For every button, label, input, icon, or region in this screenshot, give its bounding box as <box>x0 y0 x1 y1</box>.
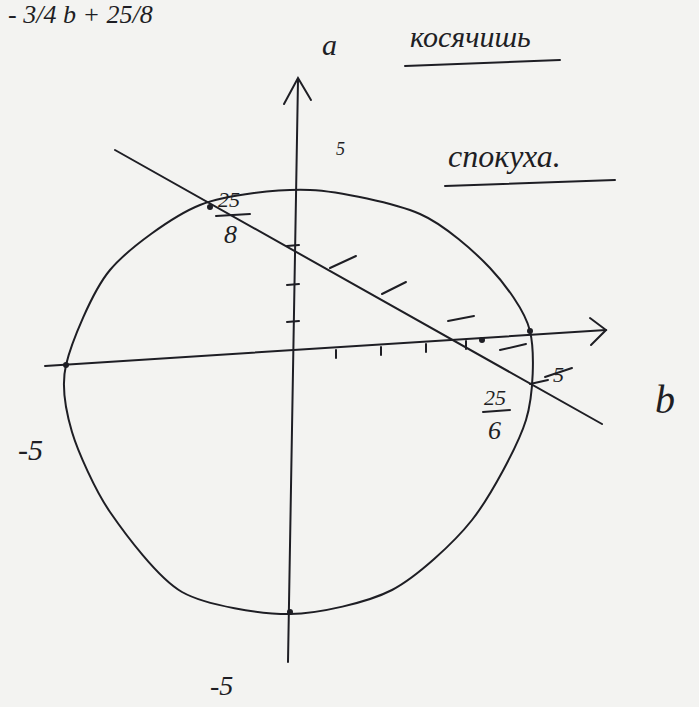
sketch-label: -5 <box>210 672 233 700</box>
sketch-label: -5 <box>18 435 43 465</box>
dash <box>530 380 548 384</box>
fraction-bar <box>483 410 510 412</box>
axis-arrow <box>590 318 606 345</box>
underline <box>445 180 615 186</box>
hatching <box>330 256 572 377</box>
sketch-label: 25 <box>484 387 506 409</box>
sketch-label: 5 <box>336 140 345 158</box>
underline <box>405 60 560 66</box>
sketch-label: спокуха. <box>448 140 561 172</box>
points <box>63 204 533 615</box>
sketch-label: - 3/4 b + 25/8 <box>8 2 153 28</box>
sketch-label: b <box>655 380 675 420</box>
sketch-label: 8 <box>224 222 237 248</box>
b-axis <box>45 330 606 366</box>
a-axis <box>288 80 298 662</box>
line <box>115 150 602 424</box>
sketch-label: 6 <box>488 418 501 444</box>
sketch-label: 5 <box>553 364 564 386</box>
sketch-label: 25 <box>218 189 240 211</box>
fraction-bar <box>216 214 250 216</box>
sketch-label: косячишь <box>410 22 531 52</box>
axis-arrow <box>284 78 311 104</box>
sketch-label: a <box>322 30 337 60</box>
